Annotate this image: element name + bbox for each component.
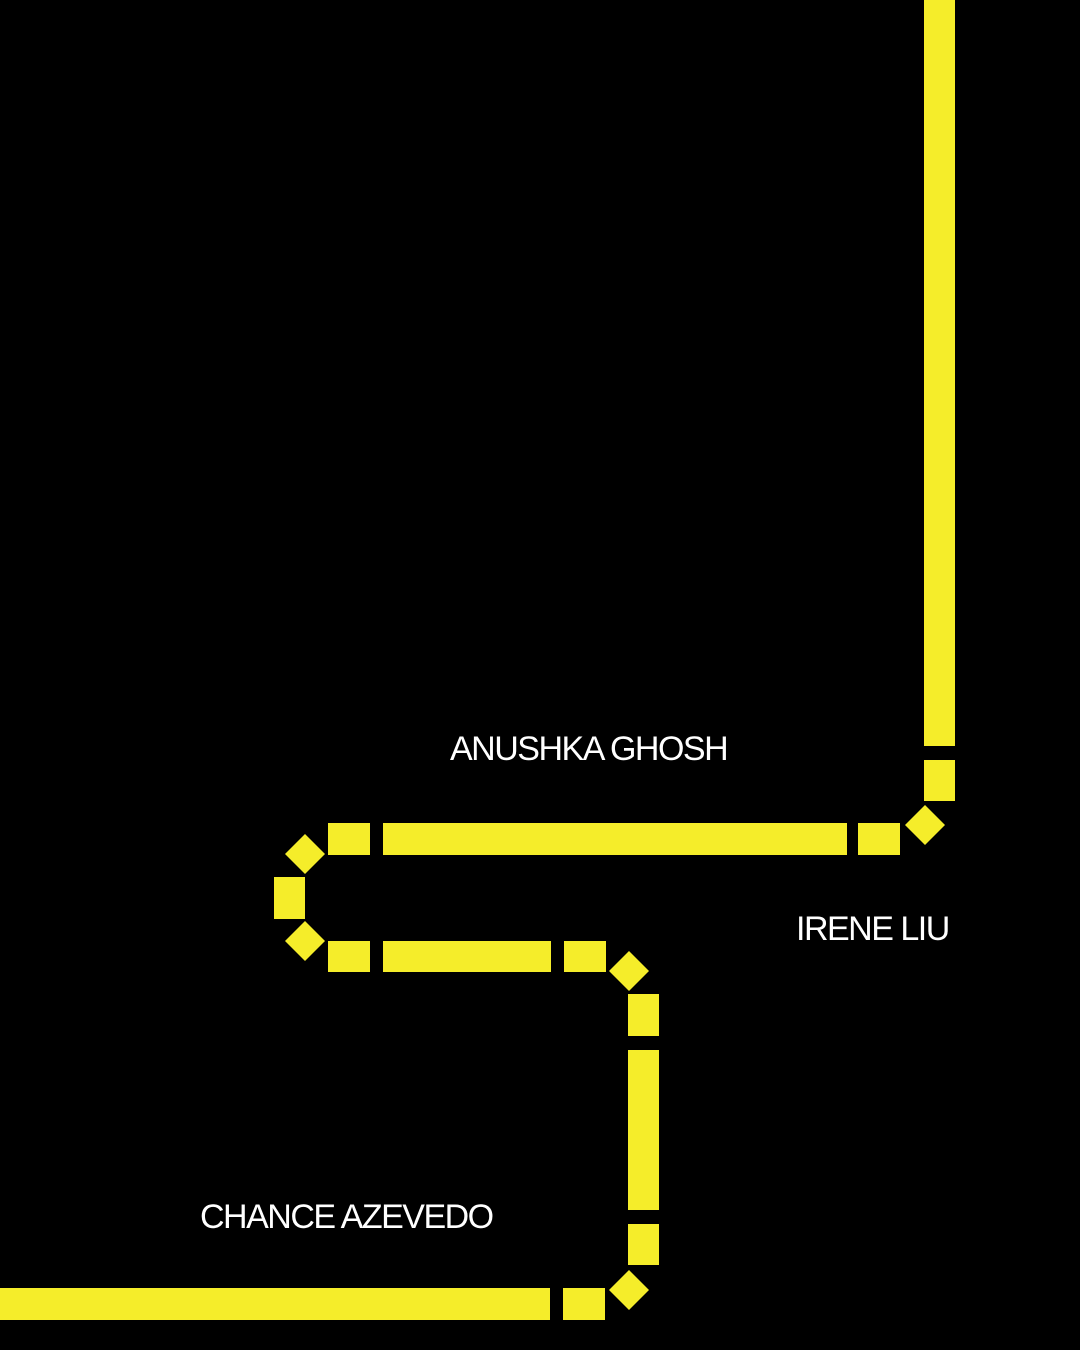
name-anushka-ghosh: ANUSHKA GHOSH [450,730,729,768]
track-segment-1 [924,0,955,746]
track-corner-13 [609,951,649,991]
track-segment-12 [564,941,606,972]
track-segment-18 [563,1288,605,1320]
track-segment-5 [383,823,847,855]
track-segment-11 [383,941,551,972]
track-corner-3 [905,805,945,845]
track-corner-7 [285,834,325,874]
track-segment-15 [628,1050,659,1210]
name-irene-liu: IRENE LIU [796,910,950,948]
track-segment-2 [924,760,955,801]
track-segment-10 [328,941,370,972]
track-corner-9 [285,921,325,961]
track-segment-8 [274,877,305,919]
track-segment-6 [328,823,370,855]
name-chance-azevedo: CHANCE AZEVEDO [200,1198,494,1236]
track-corner-17 [609,1270,649,1310]
track-segment-19 [0,1288,550,1320]
track-segment-16 [628,1224,659,1265]
track-segment-4 [858,823,900,855]
track-segment-14 [628,994,659,1036]
